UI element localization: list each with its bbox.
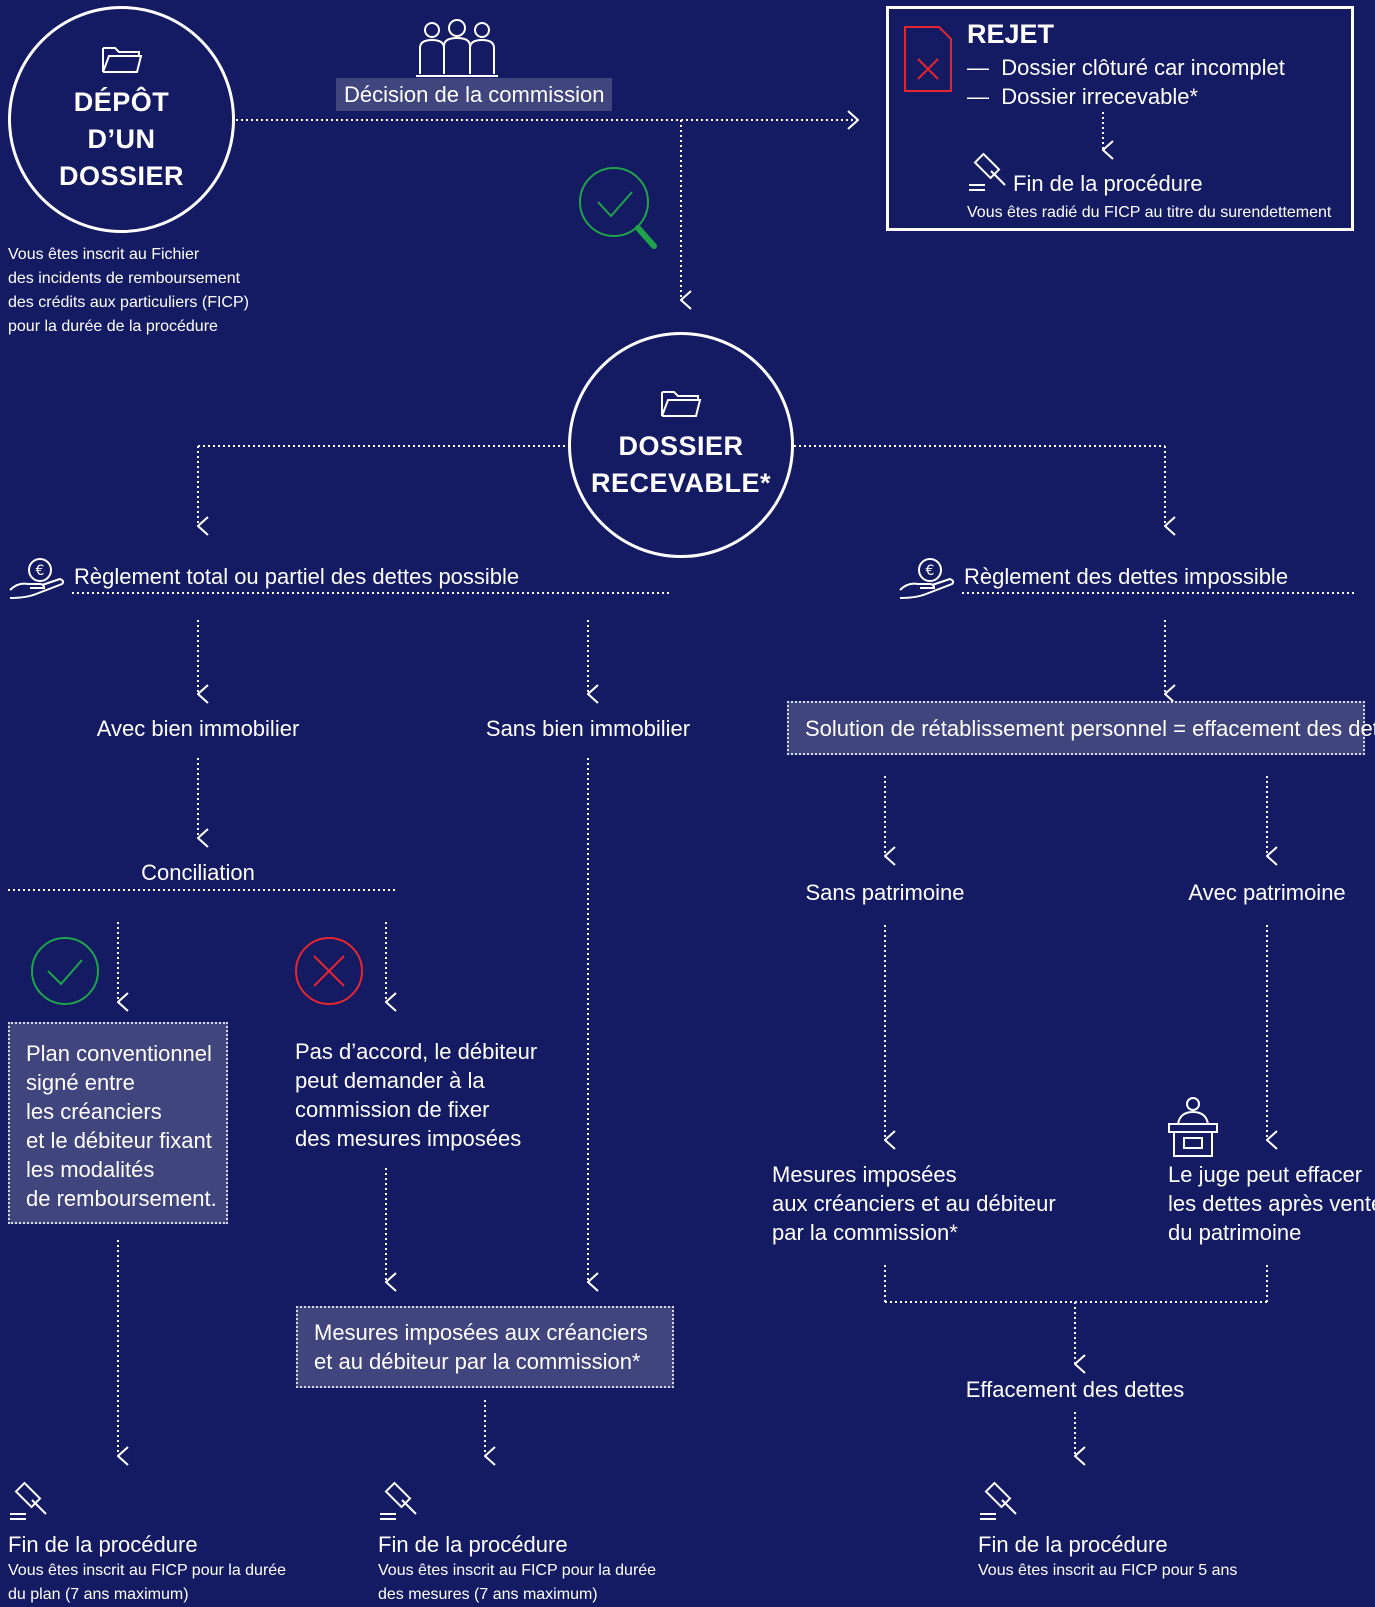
juge-line: les dettes après vente <box>1168 1191 1375 1216</box>
juge-line: Le juge peut effacer <box>1168 1162 1363 1187</box>
pas-accord-line: Pas d’accord, le débiteur <box>295 1039 538 1064</box>
pas-accord-text: Pas d’accord, le débiteur peut demander … <box>295 1037 537 1153</box>
cross-circle-icon <box>295 937 363 1005</box>
end-note: des mesures (7 ans maximum) <box>378 1586 598 1603</box>
mesures-box: Mesures imposées aux créanciers et au dé… <box>296 1306 674 1388</box>
check-circle-icon <box>31 937 99 1005</box>
plan-line: et le débiteur fixant <box>26 1128 212 1153</box>
plan-line: de remboursement. <box>26 1186 217 1211</box>
hand-euro-icon: € <box>899 558 955 599</box>
rejet-box: REJET — Dossier clôturé car incomplet — … <box>886 6 1354 231</box>
rejet-end-title: Fin de la procédure <box>1013 171 1203 196</box>
pas-accord-line: commission de fixer <box>295 1097 490 1122</box>
depot-note: Vous êtes inscrit au Fichier des inciden… <box>8 243 249 339</box>
pas-accord-line: des mesures imposées <box>295 1126 522 1151</box>
end-title: Fin de la procédure <box>978 1532 1168 1557</box>
mesures-line: Mesures imposées aux créanciers <box>314 1320 648 1345</box>
svg-text:€: € <box>926 563 935 579</box>
gavel-icon <box>980 1481 1017 1520</box>
end-block-2: Fin de la procédure Vous êtes inscrit au… <box>378 1530 656 1607</box>
right-mesures-line: par la commission* <box>772 1220 958 1245</box>
plan-line: les modalités <box>26 1157 155 1182</box>
recevable-line-1: DOSSIER <box>618 431 744 461</box>
avec-patrimoine-label: Avec patrimoine <box>1188 880 1346 905</box>
rejet-end-note: Vous êtes radié du FICP au titre du sure… <box>967 204 1332 221</box>
folder-icon <box>661 391 702 417</box>
pas-accord-line: peut demander à la <box>295 1068 485 1093</box>
right-mesures-text: Mesures imposées aux créanciers et au dé… <box>772 1160 1056 1247</box>
juge-text: Le juge peut effacer les dettes après ve… <box>1168 1160 1375 1247</box>
recevable-circle: DOSSIER RECEVABLE* <box>568 332 794 558</box>
sans-bien-label: Sans bien immobilier <box>485 716 691 741</box>
end-note: du plan (7 ans maximum) <box>8 1586 189 1603</box>
gavel-icon <box>10 1481 47 1520</box>
people-icon <box>416 19 498 77</box>
plan-line: signé entre <box>26 1070 135 1095</box>
end-title: Fin de la procédure <box>8 1532 198 1557</box>
juge-line: du patrimoine <box>1168 1220 1302 1245</box>
note-line: des incidents de remboursement <box>8 270 241 287</box>
end-note: Vous êtes inscrit au FICP pour la durée <box>8 1562 287 1579</box>
judge-icon <box>1168 1097 1218 1157</box>
end-note: Vous êtes inscrit au FICP pour 5 ans <box>978 1562 1238 1579</box>
rejet-item-1: — Dossier clôturé car incomplet <box>967 55 1285 80</box>
solution-box: Solution de rétablissement personnel = e… <box>787 701 1375 755</box>
rejected-document-icon <box>904 26 952 92</box>
effacement-label: Effacement des dettes <box>965 1377 1185 1402</box>
sans-patrimoine-label: Sans patrimoine <box>805 880 965 905</box>
plan-line: les créanciers <box>26 1099 162 1124</box>
recevable-line-2: RECEVABLE* <box>590 468 772 498</box>
note-line: Vous êtes inscrit au Fichier <box>8 246 200 263</box>
rejet-title: REJET <box>967 19 1055 49</box>
plan-line: Plan conventionnel <box>26 1041 212 1066</box>
plan-box: Plan conventionnel signé entre les créan… <box>8 1022 228 1224</box>
end-title: Fin de la procédure <box>378 1532 568 1557</box>
commission-label: Décision de la commission <box>336 78 613 111</box>
hand-euro-icon: € <box>9 558 65 599</box>
note-line: pour la durée de la procédure <box>8 318 218 335</box>
gavel-icon <box>969 152 1006 191</box>
gavel-icon <box>380 1481 417 1520</box>
rejet-item-1-text: Dossier clôturé car incomplet <box>1001 55 1285 80</box>
right-branch-title: Règlement des dettes impossible <box>964 564 1289 589</box>
left-branch-title: Règlement total ou partiel des dettes po… <box>74 564 520 589</box>
mesures-line: et au débiteur par la commission* <box>314 1349 641 1374</box>
rejet-item-2: — Dossier irrecevable* <box>967 84 1199 109</box>
svg-text:€: € <box>36 563 45 579</box>
right-mesures-line: aux créanciers et au débiteur <box>772 1191 1056 1216</box>
note-line: des crédits aux particuliers (FICP) <box>8 294 249 311</box>
depot-line-3: DOSSIER <box>58 161 185 191</box>
depot-circle: DÉPÔT D’UN DOSSIER <box>8 6 235 233</box>
depot-line-2: D’UN <box>87 124 156 154</box>
folder-icon <box>101 47 142 73</box>
end-note: Vous êtes inscrit au FICP pour la durée <box>378 1562 657 1579</box>
check-magnifier-icon <box>579 167 657 249</box>
conciliation-label: Conciliation <box>141 860 255 885</box>
end-block-3: Fin de la procédure Vous êtes inscrit au… <box>978 1530 1237 1583</box>
rejet-item-2-text: Dossier irrecevable* <box>1001 84 1199 109</box>
depot-line-1: DÉPÔT <box>73 87 170 117</box>
end-block-1: Fin de la procédure Vous êtes inscrit au… <box>8 1530 286 1607</box>
avec-bien-label: Avec bien immobilier <box>96 716 300 741</box>
right-mesures-line: Mesures imposées <box>772 1162 957 1187</box>
